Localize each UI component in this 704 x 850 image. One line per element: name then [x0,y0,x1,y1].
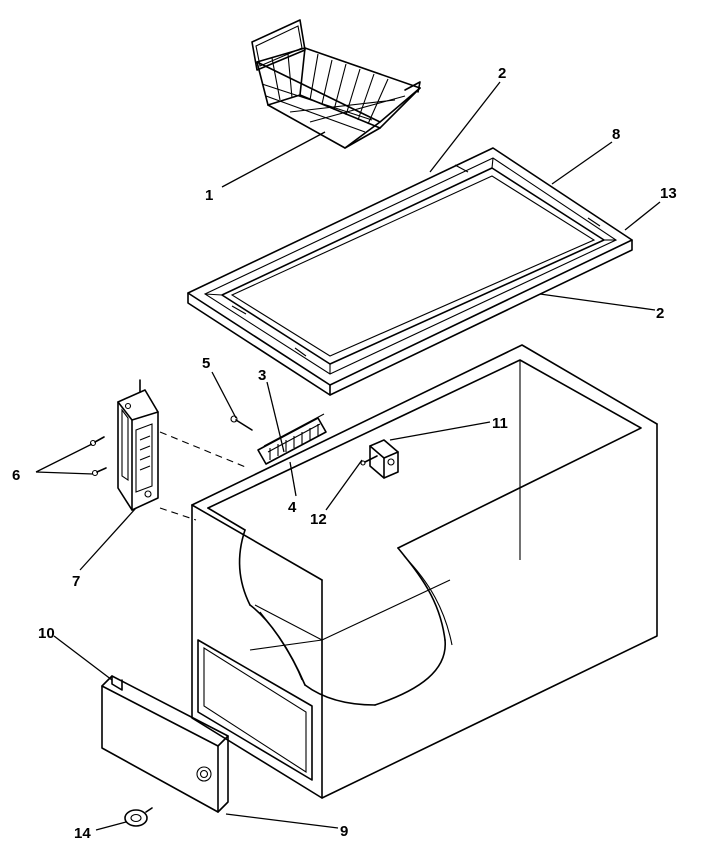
label-14: 14 [74,825,91,842]
label-4: 4 [288,499,297,516]
label-10: 10 [38,625,55,642]
label-7: 7 [72,573,80,590]
screw-5 [230,415,253,431]
label-6: 6 [12,467,20,484]
label-5: 5 [202,355,210,372]
label-12: 12 [310,511,327,528]
hinge-bracket [117,379,159,511]
label-9: 9 [340,823,348,840]
freezer-cabinet [191,344,658,799]
latch-clip [360,439,399,479]
door-gasket-frame [187,147,633,396]
assembly-guide-lines [159,431,249,521]
label-2-bottom: 2 [656,305,664,322]
label-1: 1 [205,187,213,204]
knob [124,807,153,827]
leader-lines [35,81,661,831]
access-panel [101,675,229,813]
label-2-top: 2 [498,65,506,82]
label-11: 11 [492,415,508,432]
heater-element [257,413,327,465]
part-labels: 1 2 2 3 4 5 6 7 8 9 10 11 12 13 14 [12,65,677,842]
label-8: 8 [612,126,620,143]
wire-basket [251,19,421,149]
screws [89,436,107,477]
label-3: 3 [258,367,266,384]
label-13: 13 [660,185,677,202]
